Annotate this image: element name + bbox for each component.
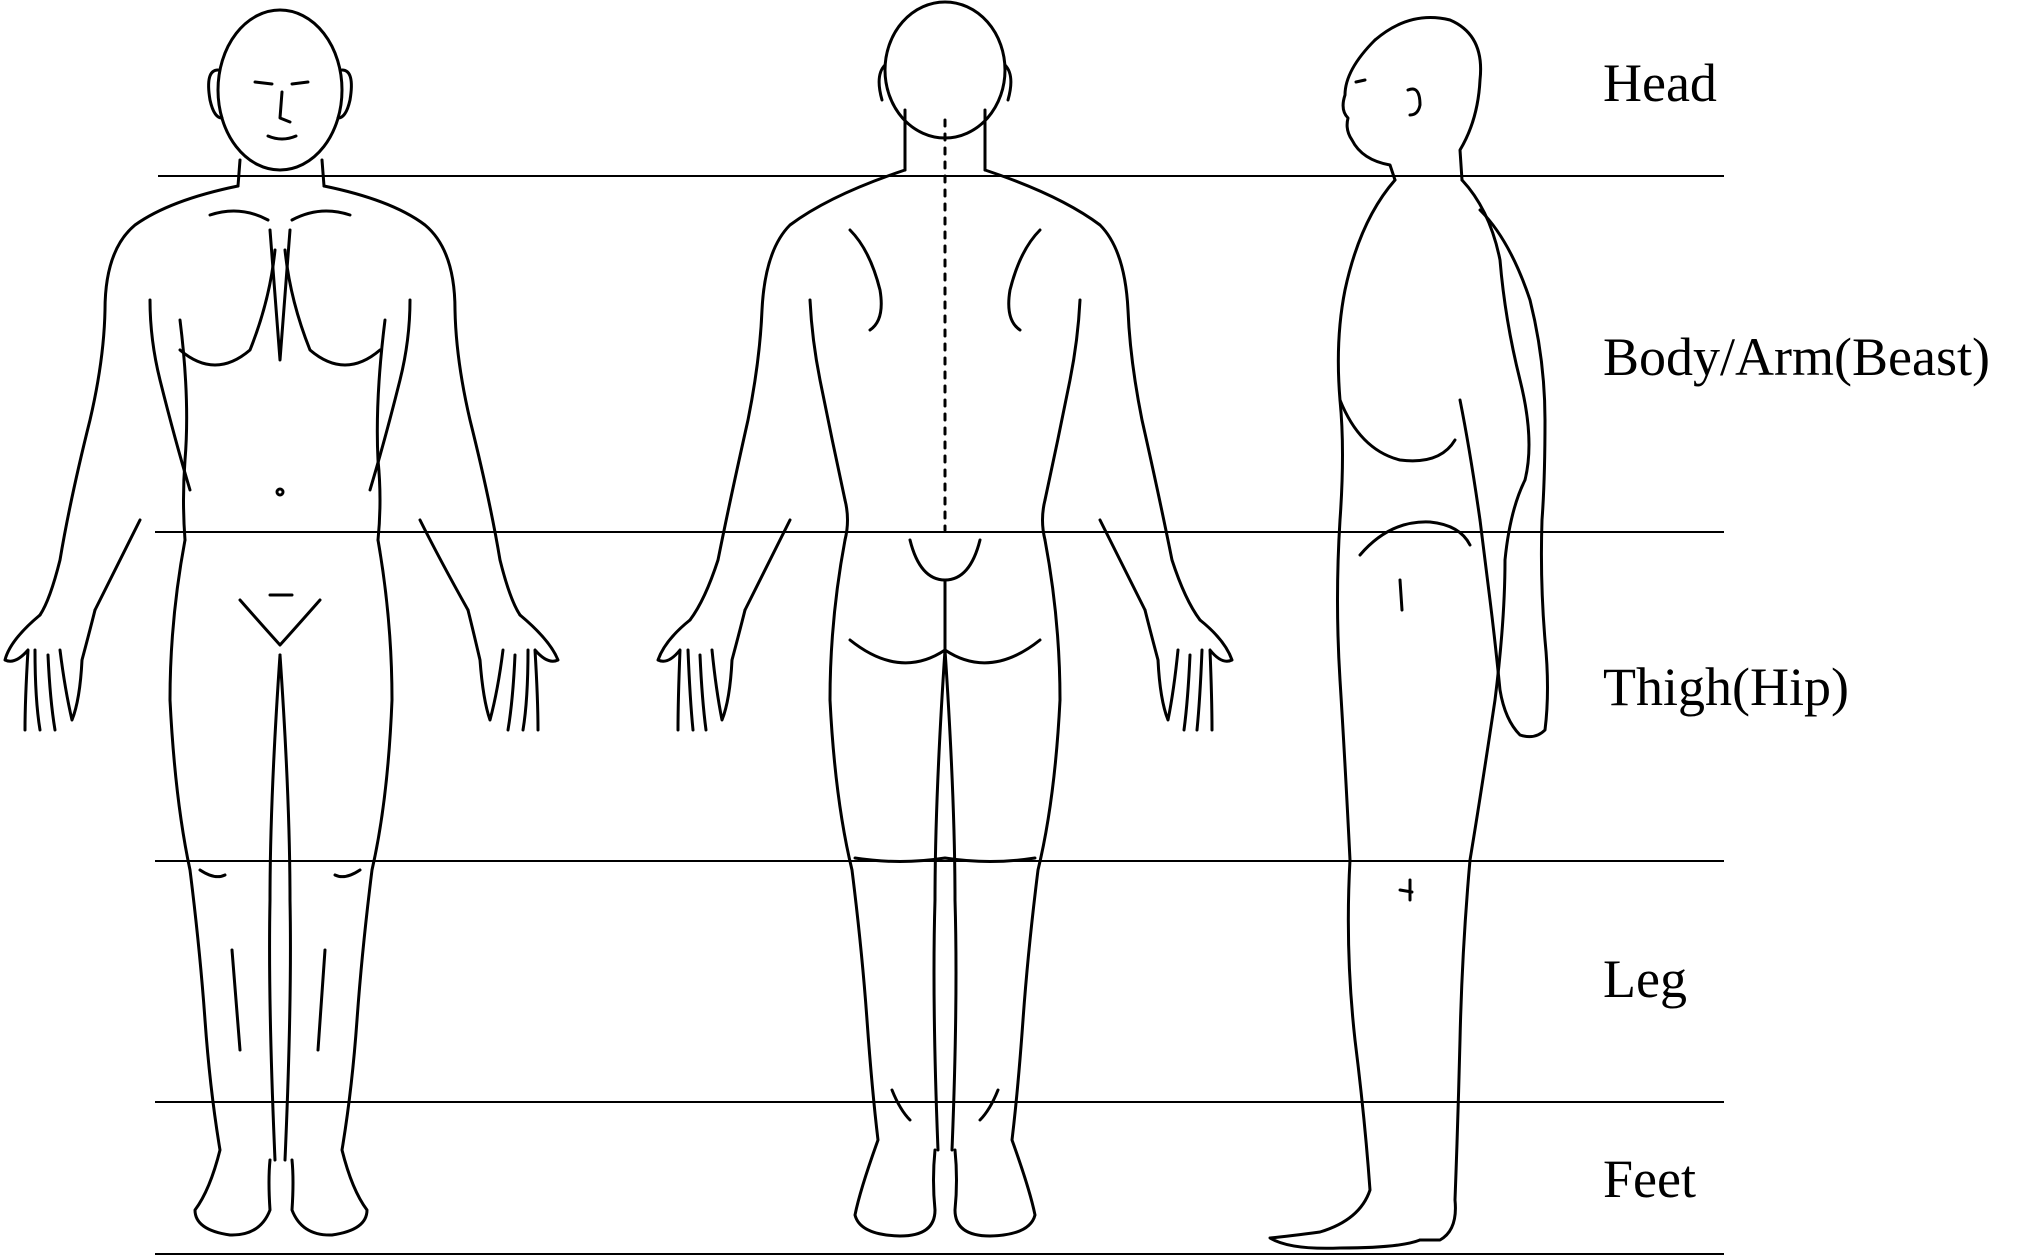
human-body-front-icon xyxy=(3,8,560,1237)
region-label-head: Head xyxy=(1603,53,1717,113)
region-label-feet: Feet xyxy=(1603,1149,1696,1209)
region-label-leg: Leg xyxy=(1603,949,1687,1009)
human-body-back-icon xyxy=(656,0,1234,1238)
region-label-body-arm: Body/Arm(Beast) xyxy=(1603,327,1990,387)
region-label-thigh-hip: Thigh(Hip) xyxy=(1603,657,1849,717)
human-body-side-icon xyxy=(1268,16,1549,1250)
